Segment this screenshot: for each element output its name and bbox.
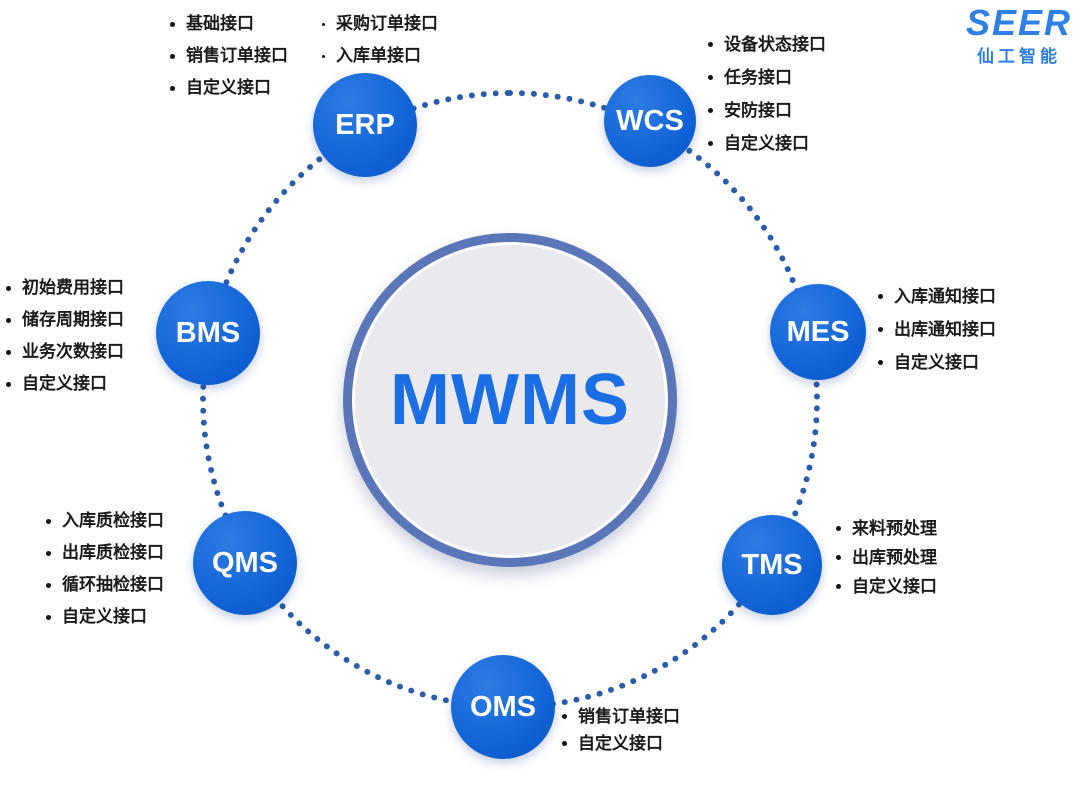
node-erp: ERP <box>313 73 417 177</box>
interface-item: 入库质检接口 <box>46 505 164 537</box>
node-mes-label: MES <box>786 315 850 348</box>
interface-item: 出库预处理 <box>836 543 937 572</box>
interface-item: 储存周期接口 <box>6 304 124 336</box>
interface-item: 出库质检接口 <box>46 537 164 569</box>
node-wcs-label: WCS <box>616 104 684 137</box>
interface-item: 安防接口 <box>708 94 826 127</box>
interface-item: 来料预处理 <box>836 514 937 543</box>
node-bms: BMS <box>156 281 260 385</box>
interface-item: 采购订单接口 <box>322 8 438 40</box>
interface-item: 销售订单接口 <box>170 40 288 72</box>
oms-interface-list: 销售订单接口 自定义接口 <box>562 703 680 757</box>
qms-interface-list: 入库质检接口 出库质检接口 循环抽检接口 自定义接口 <box>46 505 164 633</box>
node-mes: MES <box>770 284 866 380</box>
node-qms: QMS <box>193 511 297 615</box>
node-oms-label: OMS <box>469 690 537 723</box>
node-wcs: WCS <box>604 75 696 167</box>
brand-logo-mark: SEER <box>965 2 1072 43</box>
interface-item: 基础接口 <box>170 8 288 40</box>
node-bms-label: BMS <box>175 316 241 349</box>
node-tms: TMS <box>722 515 822 615</box>
interface-item: 自定义接口 <box>46 601 164 633</box>
interface-item: 出库通知接口 <box>878 313 996 346</box>
interface-item: 自定义接口 <box>836 572 937 601</box>
bms-interface-list: 初始费用接口 储存周期接口 业务次数接口 自定义接口 <box>6 272 124 400</box>
node-erp-label: ERP <box>335 108 395 141</box>
tms-interface-list: 来料预处理 出库预处理 自定义接口 <box>836 514 937 601</box>
interface-item: 自定义接口 <box>170 72 288 104</box>
interface-item: 销售订单接口 <box>562 703 680 730</box>
erp-interface-list-right: 采购订单接口 入库单接口 <box>322 8 438 72</box>
interface-item: 任务接口 <box>708 61 826 94</box>
erp-interface-list-left: 基础接口 销售订单接口 自定义接口 <box>170 8 288 104</box>
center-system-label: MWMS <box>390 360 630 440</box>
interface-item: 循环抽检接口 <box>46 569 164 601</box>
node-tms-label: TMS <box>741 548 803 581</box>
center-system-circle: MWMS <box>343 233 677 567</box>
node-qms-label: QMS <box>211 546 279 579</box>
brand-logo: SEER 仙工智能 <box>965 2 1072 67</box>
interface-item: 自定义接口 <box>562 730 680 757</box>
interface-item: 初始费用接口 <box>6 272 124 304</box>
node-oms: OMS <box>451 655 555 759</box>
interface-item: 入库单接口 <box>322 40 438 72</box>
wcs-interface-list: 设备状态接口 任务接口 安防接口 自定义接口 <box>708 28 826 160</box>
interface-item: 设备状态接口 <box>708 28 826 61</box>
interface-item: 业务次数接口 <box>6 336 124 368</box>
interface-item: 自定义接口 <box>6 368 124 400</box>
interface-item: 自定义接口 <box>708 127 826 160</box>
interface-item: 入库通知接口 <box>878 280 996 313</box>
mes-interface-list: 入库通知接口 出库通知接口 自定义接口 <box>878 280 996 379</box>
interface-item: 自定义接口 <box>878 346 996 379</box>
brand-logo-subtitle: 仙工智能 <box>976 47 1061 66</box>
